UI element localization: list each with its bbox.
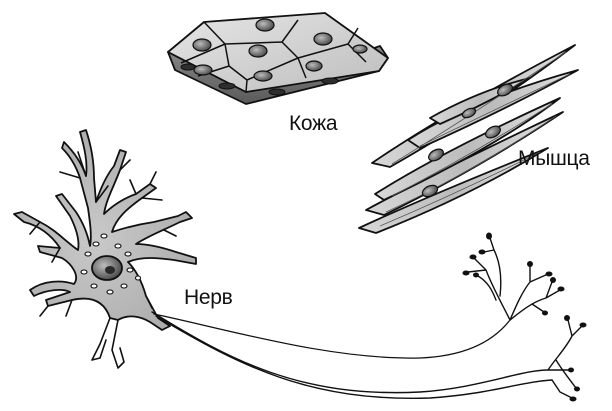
neuron-nucleolus: [105, 266, 115, 274]
neuron-axon: [154, 314, 510, 358]
neuron-soma: [14, 130, 196, 330]
muscle-cells: [359, 45, 578, 233]
skin-cells: [168, 13, 388, 104]
label-skin: Кожа: [289, 112, 338, 135]
label-nerve: Нерв: [184, 286, 233, 309]
label-muscle: Мышца: [518, 147, 590, 170]
